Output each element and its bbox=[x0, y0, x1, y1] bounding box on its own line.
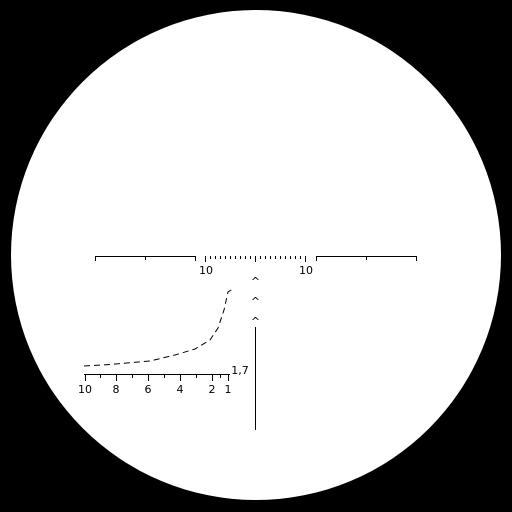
field-of-view bbox=[11, 10, 501, 500]
range-label-8: 8 bbox=[113, 383, 120, 396]
fine-ticks bbox=[205, 256, 306, 262]
range-scale-ticks bbox=[85, 374, 229, 381]
range-label-4: 4 bbox=[177, 383, 184, 396]
h-scale-label-left: 10 bbox=[199, 264, 213, 277]
range-label-1: 1 bbox=[225, 383, 232, 396]
chevron-top-icon: ^ bbox=[251, 275, 260, 288]
target-height-label: 1,7 bbox=[231, 364, 249, 377]
range-label-10: 10 bbox=[78, 383, 92, 396]
chevron-bottom-icon: ^ bbox=[251, 315, 260, 328]
reticle bbox=[83, 256, 417, 430]
range-label-6: 6 bbox=[145, 383, 152, 396]
range-label-2: 2 bbox=[209, 383, 216, 396]
chevron-middle-icon: ^ bbox=[251, 295, 260, 308]
h-scale-label-right: 10 bbox=[299, 264, 313, 277]
rangefinder-curve bbox=[83, 288, 234, 367]
